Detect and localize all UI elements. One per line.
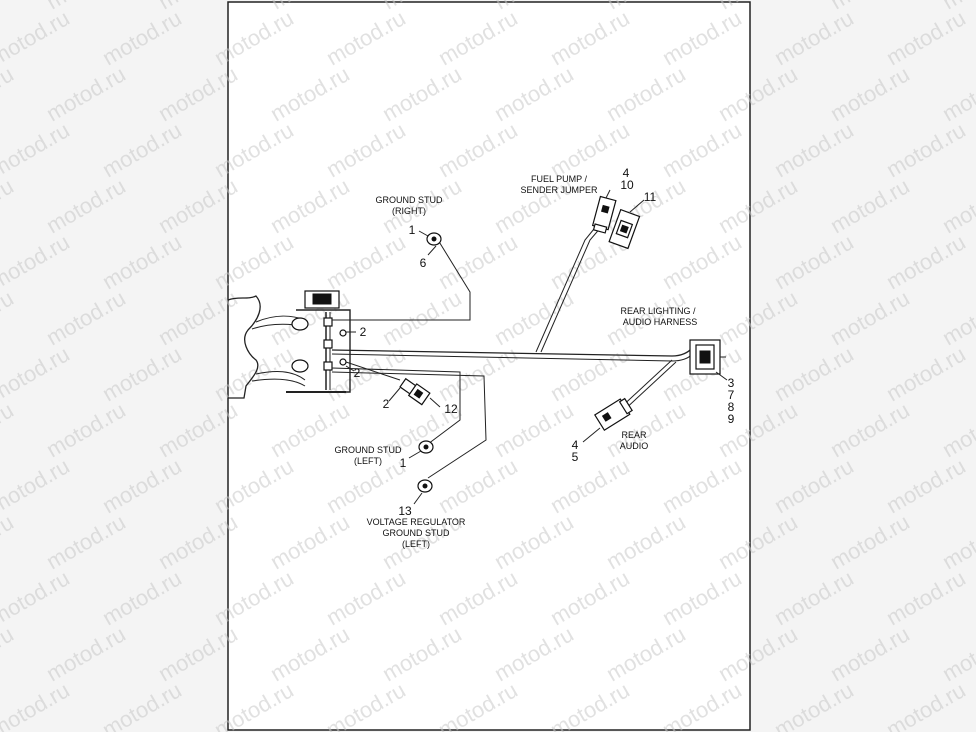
callout-number: 8 bbox=[728, 400, 735, 414]
callout-number: 2 bbox=[360, 325, 367, 339]
callout-number: 4 bbox=[572, 438, 579, 452]
rear-lighting-connector bbox=[689, 339, 726, 375]
label-line: GROUND STUD bbox=[335, 445, 402, 455]
callout-number: 1 bbox=[409, 223, 416, 237]
callout-number: 11 bbox=[644, 190, 657, 204]
callout-number: 6 bbox=[420, 256, 427, 270]
rear-audio-connector bbox=[594, 397, 633, 432]
frame-assembly bbox=[227, 290, 351, 399]
label-line: FUEL PUMP / bbox=[531, 174, 588, 184]
label-ground-stud-left: GROUND STUD (LEFT) bbox=[335, 445, 402, 466]
label-line: VOLTAGE REGULATOR bbox=[367, 517, 466, 527]
ground-stud-left bbox=[418, 440, 434, 454]
label-rear-lighting: REAR LIGHTING / AUDIO HARNESS bbox=[620, 306, 697, 327]
voltage-regulator-ground bbox=[417, 479, 433, 493]
inline-connector-12 bbox=[399, 377, 431, 406]
callout-number: 9 bbox=[728, 412, 735, 426]
main-harness bbox=[331, 223, 691, 479]
label-rear-audio: REAR AUDIO bbox=[620, 430, 649, 451]
page-sheet bbox=[227, 1, 751, 731]
label-line: (LEFT) bbox=[402, 539, 430, 549]
ground-stud-right bbox=[426, 232, 442, 246]
label-line: (LEFT) bbox=[354, 456, 382, 466]
label-line: SENDER JUMPER bbox=[520, 185, 598, 195]
callout-number: 4 bbox=[623, 166, 630, 180]
label-line: AUDIO HARNESS bbox=[623, 317, 698, 327]
label-line: REAR bbox=[621, 430, 647, 440]
label-fuel-pump: FUEL PUMP / SENDER JUMPER bbox=[520, 174, 598, 195]
callout-number: 12 bbox=[444, 402, 458, 416]
label-voltage-regulator: VOLTAGE REGULATOR GROUND STUD (LEFT) bbox=[367, 517, 466, 549]
callout-number: 10 bbox=[620, 178, 634, 192]
fuel-pump-connector bbox=[591, 195, 617, 234]
callout-number: 2 bbox=[354, 366, 361, 380]
label-line: GROUND STUD bbox=[383, 528, 450, 538]
label-ground-stud-right: GROUND STUD (RIGHT) bbox=[376, 195, 443, 216]
sender-jumper-connector bbox=[608, 208, 641, 250]
label-line: (RIGHT) bbox=[392, 206, 426, 216]
label-line: GROUND STUD bbox=[376, 195, 443, 205]
callout-number: 3 bbox=[728, 376, 735, 390]
callout-number: 13 bbox=[398, 504, 412, 518]
callout-number: 7 bbox=[728, 388, 735, 402]
callout-numbers: 1 6 4 10 11 2 2 2 12 1 13 4 5 3 7 8 9 bbox=[354, 166, 735, 518]
callout-number: 5 bbox=[572, 450, 579, 464]
callout-number: 2 bbox=[383, 397, 390, 411]
label-line: REAR LIGHTING / bbox=[620, 306, 696, 316]
callout-number: 1 bbox=[400, 456, 407, 470]
leader-lines bbox=[345, 189, 728, 505]
label-line: AUDIO bbox=[620, 441, 649, 451]
